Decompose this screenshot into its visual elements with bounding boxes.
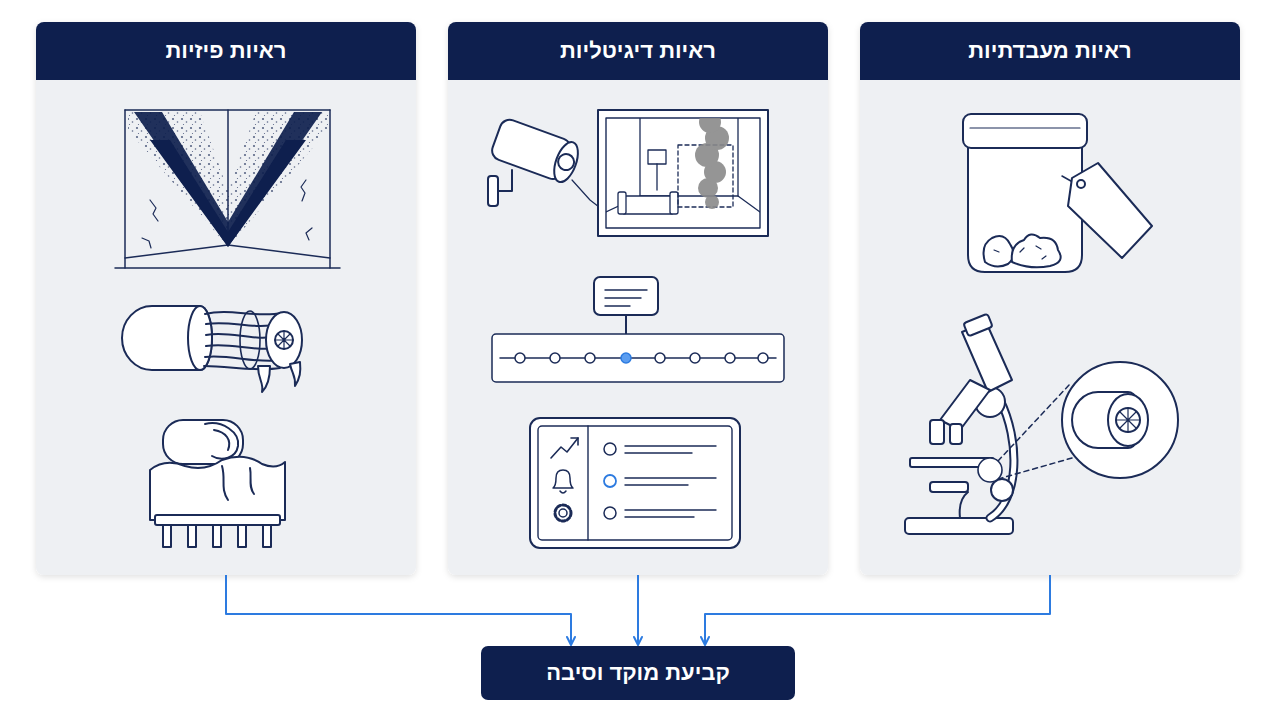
- panel-heading: ראיות מעבדתיות: [968, 38, 1131, 64]
- melted-connector-illustration: [150, 420, 285, 547]
- result-label: קביעת מוקד וסיבה: [546, 660, 730, 686]
- evidence-panel: ראיות פיזיות: [36, 22, 416, 575]
- microscope-illustration: [905, 314, 1178, 534]
- flow-arrow: [705, 575, 1050, 645]
- flow-arrow: [637, 575, 639, 645]
- timeline-illustration: [492, 277, 784, 382]
- evidence-panel: ראיות דיגיטליות: [448, 22, 828, 575]
- burn-pattern-illustration: [115, 110, 340, 268]
- panel-heading: ראיות דיגיטליות: [560, 38, 716, 64]
- evidence-panel: ראיות מעבדתיות: [860, 22, 1240, 575]
- tablet-illustration: [530, 418, 740, 548]
- panel-heading: ראיות פיזיות: [166, 38, 287, 64]
- card-body: [860, 22, 1240, 575]
- panel-header: ראיות דיגיטליות: [448, 22, 828, 80]
- melted-wire-illustration: [122, 306, 302, 392]
- cctv-illustration: [488, 110, 768, 236]
- card-body: [36, 22, 416, 575]
- card-backgrounds: [36, 22, 1240, 575]
- result-box: קביעת מוקד וסיבה: [481, 646, 795, 700]
- panel-header: ראיות מעבדתיות: [860, 22, 1240, 80]
- evidence-jar-illustration: [963, 114, 1152, 272]
- panel-header: ראיות פיזיות: [36, 22, 416, 80]
- card-body: [448, 22, 828, 575]
- flow-arrow: [226, 575, 571, 645]
